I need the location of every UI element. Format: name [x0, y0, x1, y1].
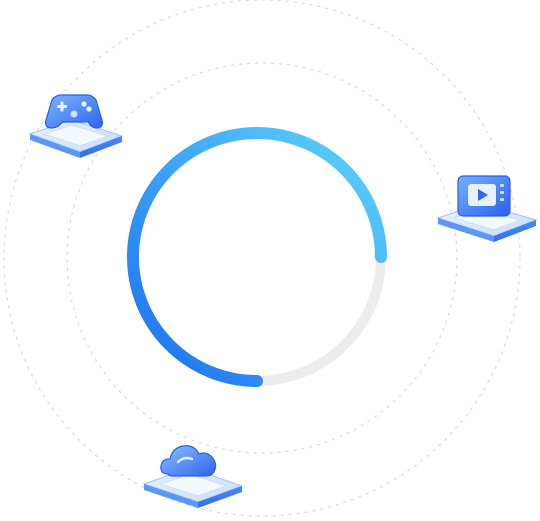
- inner-orbit-ring: [66, 62, 458, 454]
- gamepad-node: [22, 82, 126, 170]
- outer-orbit-ring: [3, 0, 521, 517]
- cloud-node: [142, 432, 246, 516]
- progress-arc: [127, 127, 387, 387]
- video-node: [436, 168, 540, 250]
- gamepad-icon: [45, 94, 103, 129]
- video-player-icon: [457, 175, 511, 217]
- cloud-icon: [160, 445, 217, 477]
